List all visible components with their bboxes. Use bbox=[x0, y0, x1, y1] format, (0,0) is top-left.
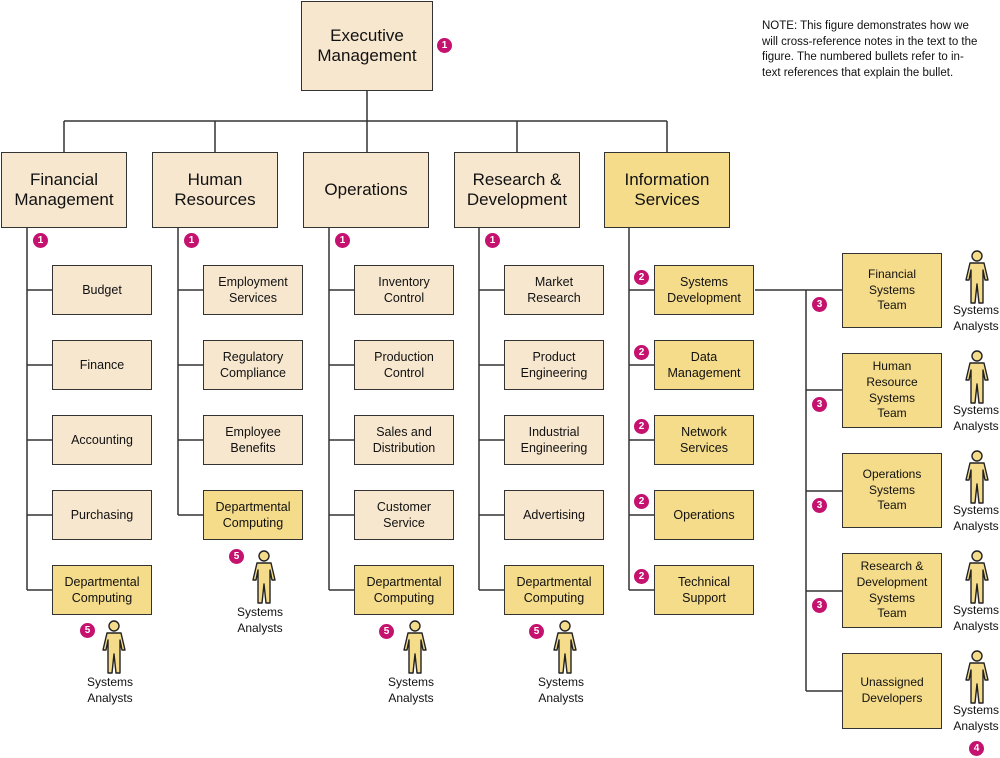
person-icon bbox=[965, 550, 989, 604]
bullet-1: 1 bbox=[33, 233, 48, 248]
systems-analysts-label: Systems Analysts bbox=[952, 703, 999, 734]
bullet-5: 5 bbox=[80, 623, 95, 638]
unit-box: Technical Support bbox=[654, 565, 754, 615]
person-icon bbox=[965, 250, 989, 304]
unit-box: Finance bbox=[52, 340, 152, 390]
bullet-4: 4 bbox=[969, 741, 984, 756]
executive-management-box: Executive Management bbox=[301, 1, 433, 91]
bullet-3: 3 bbox=[812, 598, 827, 613]
systems-analysts-label: Systems Analysts bbox=[236, 605, 283, 636]
division-box: Research & Development bbox=[454, 152, 580, 228]
systems-analysts-label: Systems Analysts bbox=[952, 603, 999, 634]
person-icon bbox=[553, 620, 577, 674]
systems-analysts-label: Systems Analysts bbox=[952, 303, 999, 334]
systems-analysts-label: Systems Analysts bbox=[86, 675, 133, 706]
unit-box: Data Management bbox=[654, 340, 754, 390]
unit-box: Customer Service bbox=[354, 490, 454, 540]
bullet-3: 3 bbox=[812, 297, 827, 312]
team-box: Research & Development Systems Team bbox=[842, 553, 942, 628]
unit-box: Budget bbox=[52, 265, 152, 315]
unit-box: Systems Development bbox=[654, 265, 754, 315]
unit-box: Departmental Computing bbox=[52, 565, 152, 615]
person-icon bbox=[965, 450, 989, 504]
unit-box: Accounting bbox=[52, 415, 152, 465]
person-icon bbox=[403, 620, 427, 674]
bullet-1: 1 bbox=[437, 38, 452, 53]
team-box: Unassigned Developers bbox=[842, 653, 942, 729]
unit-box: Operations bbox=[654, 490, 754, 540]
division-box: Financial Management bbox=[1, 152, 127, 228]
unit-box: Departmental Computing bbox=[504, 565, 604, 615]
unit-box: Production Control bbox=[354, 340, 454, 390]
unit-box: Sales and Distribution bbox=[354, 415, 454, 465]
bullet-3: 3 bbox=[812, 498, 827, 513]
unit-box: Industrial Engineering bbox=[504, 415, 604, 465]
bullet-5: 5 bbox=[529, 624, 544, 639]
bullet-1: 1 bbox=[485, 233, 500, 248]
figure-note: NOTE: This figure demonstrates how we wi… bbox=[762, 20, 978, 79]
bullet-3: 3 bbox=[812, 397, 827, 412]
unit-box: Employee Benefits bbox=[203, 415, 303, 465]
bullet-2: 2 bbox=[634, 419, 649, 434]
unit-box: Network Services bbox=[654, 415, 754, 465]
person-icon bbox=[102, 620, 126, 674]
bullet-5: 5 bbox=[229, 549, 244, 564]
systems-analysts-label: Systems Analysts bbox=[537, 675, 584, 706]
systems-analysts-label: Systems Analysts bbox=[952, 503, 999, 534]
person-icon bbox=[965, 650, 989, 704]
unit-box: Departmental Computing bbox=[354, 565, 454, 615]
person-icon bbox=[965, 350, 989, 404]
division-box: Human Resources bbox=[152, 152, 278, 228]
systems-analysts-label: Systems Analysts bbox=[952, 403, 999, 434]
bullet-5: 5 bbox=[379, 624, 394, 639]
unit-box: Regulatory Compliance bbox=[203, 340, 303, 390]
unit-box: Market Research bbox=[504, 265, 604, 315]
bullet-2: 2 bbox=[634, 569, 649, 584]
bullet-2: 2 bbox=[634, 345, 649, 360]
bullet-1: 1 bbox=[184, 233, 199, 248]
unit-box: Employment Services bbox=[203, 265, 303, 315]
systems-analysts-label: Systems Analysts bbox=[387, 675, 434, 706]
unit-box: Departmental Computing bbox=[203, 490, 303, 540]
division-box: Information Services bbox=[604, 152, 730, 228]
unit-box: Inventory Control bbox=[354, 265, 454, 315]
bullet-2: 2 bbox=[634, 270, 649, 285]
team-box: Operations Systems Team bbox=[842, 453, 942, 528]
team-box: Human Resource Systems Team bbox=[842, 353, 942, 428]
division-box: Operations bbox=[303, 152, 429, 228]
unit-box: Product Engineering bbox=[504, 340, 604, 390]
bullet-2: 2 bbox=[634, 494, 649, 509]
person-icon bbox=[252, 550, 276, 604]
unit-box: Purchasing bbox=[52, 490, 152, 540]
team-box: Financial Systems Team bbox=[842, 253, 942, 328]
bullet-1: 1 bbox=[335, 233, 350, 248]
unit-box: Advertising bbox=[504, 490, 604, 540]
